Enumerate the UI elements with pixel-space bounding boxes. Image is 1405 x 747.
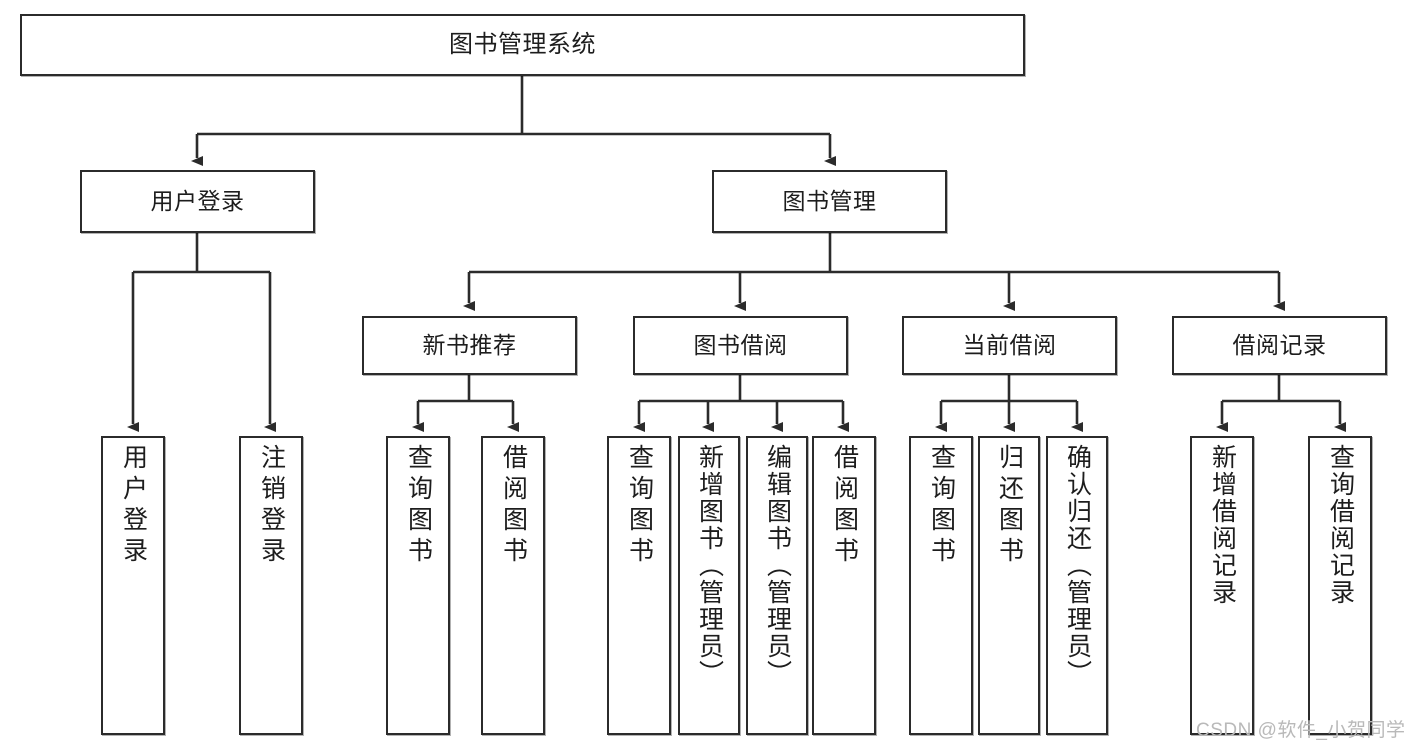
node-label: 图书借阅: [693, 331, 788, 358]
node-current-borrow[interactable]: 当前借阅: [902, 316, 1117, 375]
leaf-edit-book[interactable]: 编辑图书（管理员）: [746, 436, 808, 735]
node-label: 查询图书: [927, 444, 956, 568]
leaf-confirm-return[interactable]: 确认归还（管理员）: [1046, 436, 1108, 735]
leaf-return-book[interactable]: 归还图书: [978, 436, 1040, 735]
node-label: 用户登录: [119, 444, 148, 568]
node-borrow-record[interactable]: 借阅记录: [1172, 316, 1387, 375]
node-book-borrow[interactable]: 图书借阅: [633, 316, 848, 375]
leaf-logout-login[interactable]: 注销登录: [239, 436, 303, 735]
leaf-query-book-recommend[interactable]: 查询图书: [386, 436, 450, 735]
node-label: 借阅记录: [1232, 331, 1327, 358]
node-label: 当前借阅: [962, 331, 1057, 358]
node-new-book-recommend[interactable]: 新书推荐: [362, 316, 577, 375]
node-label: 确认归还（管理员）: [1063, 444, 1092, 687]
node-label: 图书管理: [782, 187, 877, 214]
node-book-manage[interactable]: 图书管理: [712, 170, 947, 233]
node-label: 编辑图书（管理员）: [763, 444, 792, 687]
leaf-query-borrow-record[interactable]: 查询借阅记录: [1308, 436, 1372, 735]
node-label: 注销登录: [257, 444, 286, 568]
node-label: 归还图书: [995, 444, 1024, 568]
leaf-user-login[interactable]: 用户登录: [101, 436, 165, 735]
csdn-watermark: CSDN @软件_小贺同学: [1196, 720, 1405, 741]
node-label: 借阅图书: [830, 444, 859, 568]
node-label: 查询图书: [404, 444, 433, 568]
node-label: 用户登录: [150, 187, 245, 214]
node-label: 查询图书: [625, 444, 654, 568]
leaf-borrow-book-recommend[interactable]: 借阅图书: [481, 436, 545, 735]
node-label: 新增图书（管理员）: [695, 444, 724, 687]
leaf-add-book[interactable]: 新增图书（管理员）: [678, 436, 740, 735]
node-label: 借阅图书: [499, 444, 528, 568]
leaf-query-book-current[interactable]: 查询图书: [909, 436, 973, 735]
node-root-system[interactable]: 图书管理系统: [20, 14, 1025, 76]
leaf-query-book-borrow[interactable]: 查询图书: [607, 436, 671, 735]
node-user-login[interactable]: 用户登录: [80, 170, 315, 233]
node-label: 图书管理系统: [449, 30, 596, 58]
leaf-add-borrow-record[interactable]: 新增借阅记录: [1190, 436, 1254, 735]
node-label: 查询借阅记录: [1326, 444, 1355, 606]
node-label: 新增借阅记录: [1208, 444, 1237, 606]
node-label: 新书推荐: [422, 331, 517, 358]
leaf-borrow-book-borrow[interactable]: 借阅图书: [812, 436, 876, 735]
